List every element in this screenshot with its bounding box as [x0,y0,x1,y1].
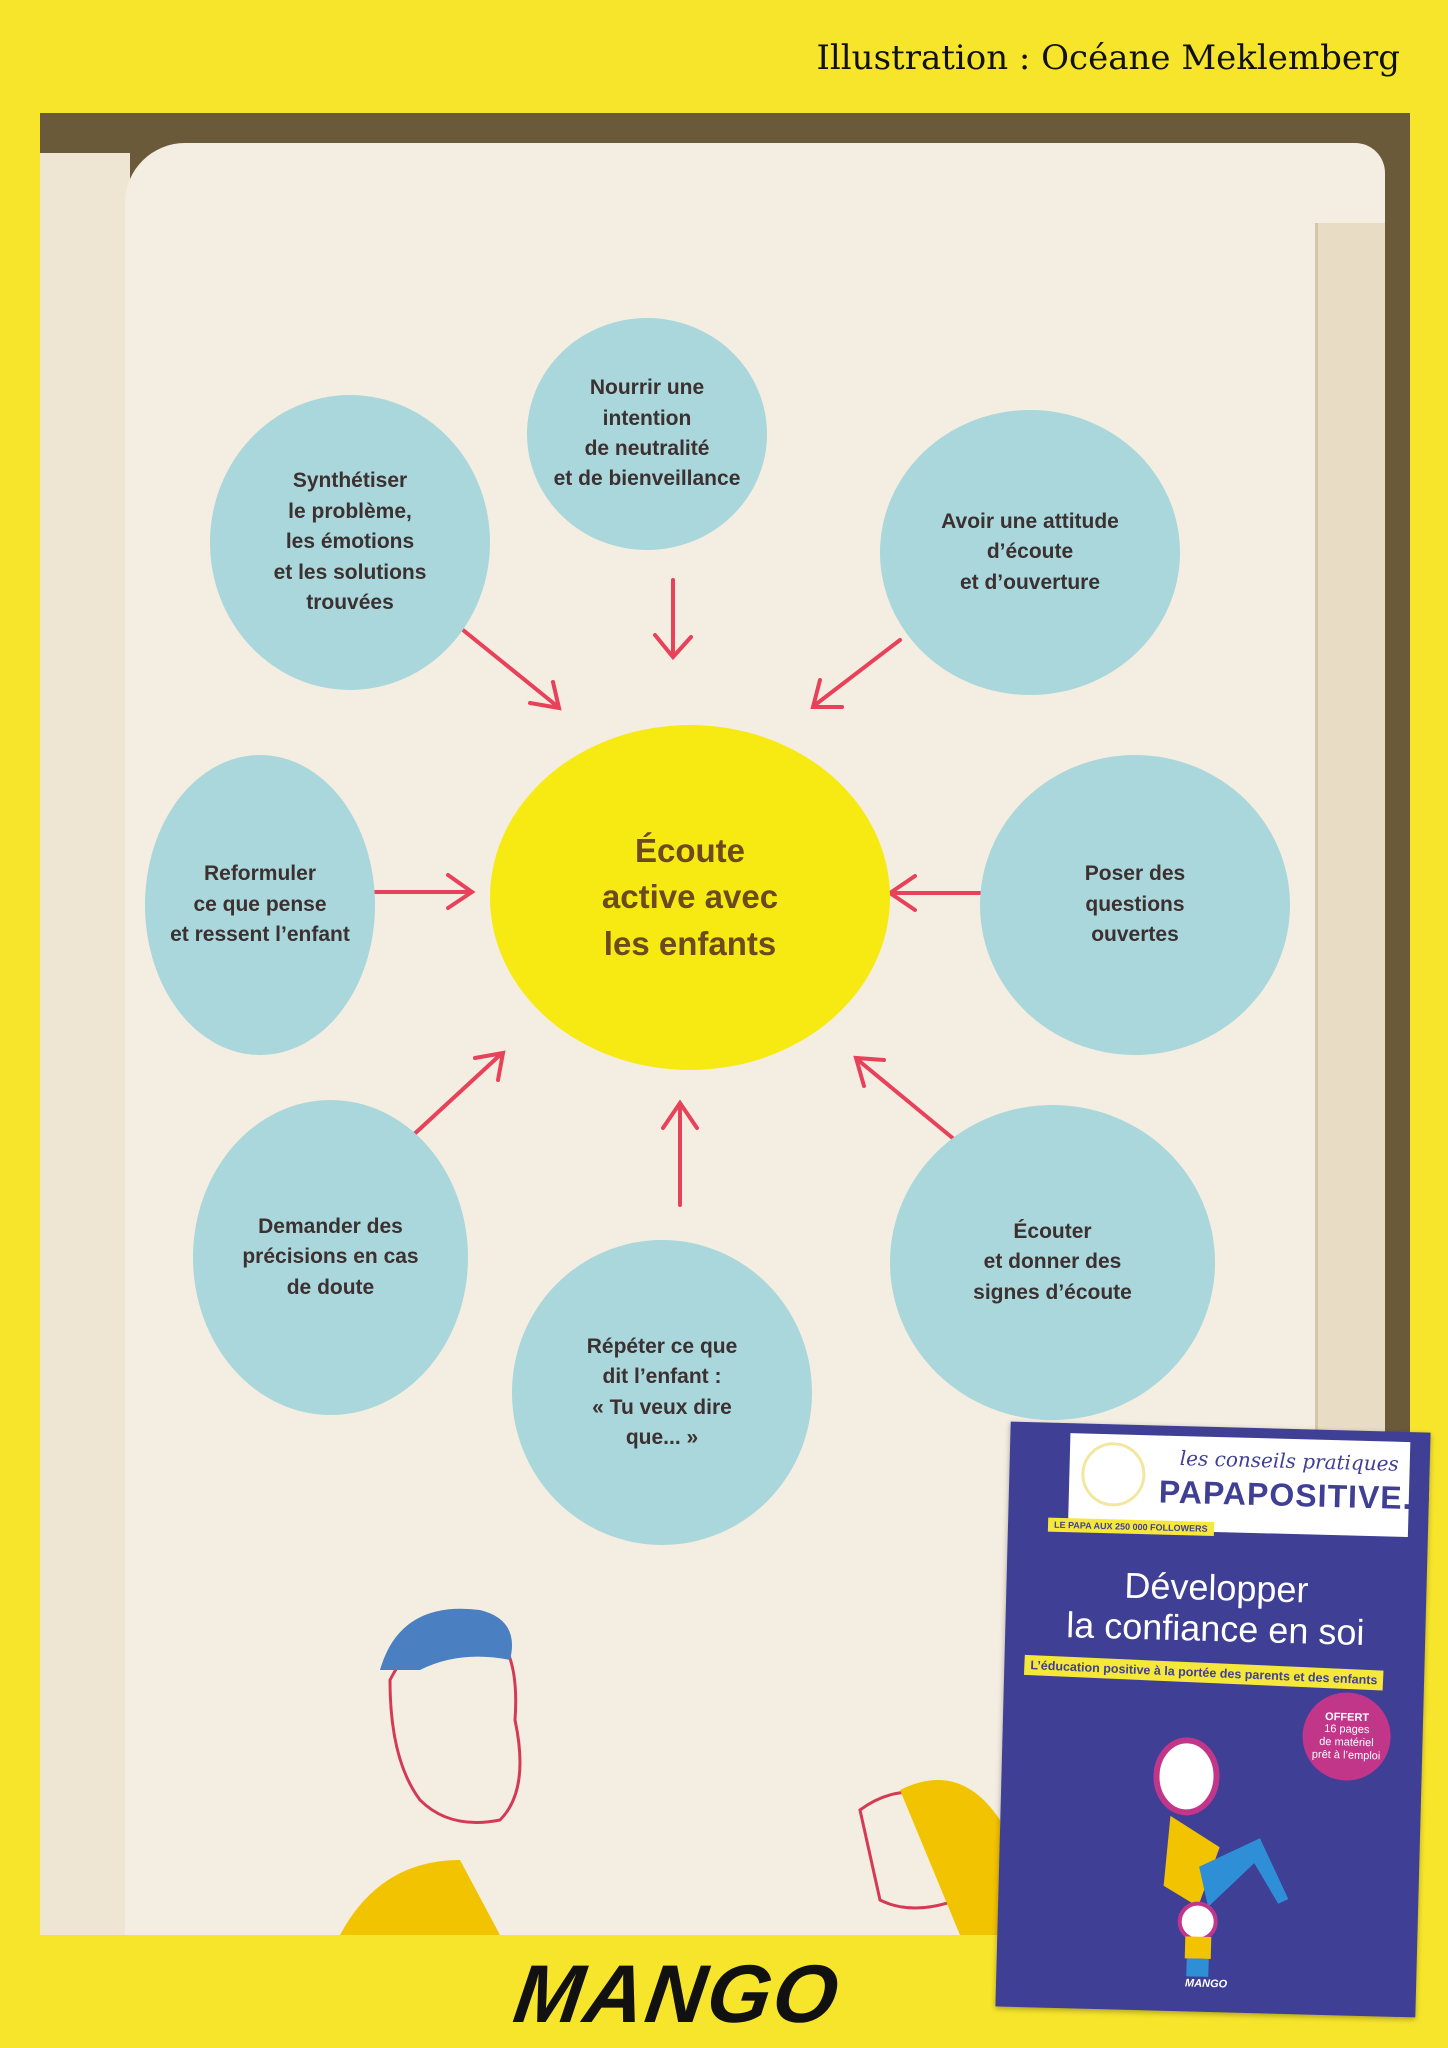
left-page [40,153,130,1935]
arrow-top-left [461,628,562,711]
illustration-father-child [340,1608,1000,1935]
node-demander: Demander des précisions en cas de doute [193,1100,468,1415]
node-reformuler: Reformuler ce que pense et ressent l’enf… [145,755,375,1055]
node-ecouter: Écouter et donner des signes d’écoute [890,1105,1215,1420]
cover-brand: PAPAPOSITIVE.FR [1158,1473,1431,1518]
arrow-bottom-right [853,1055,957,1142]
cover-illustration [1153,1737,1289,1977]
node-attitude: Avoir une attitude d’écoute et d’ouvertu… [880,410,1180,695]
arrow-bottom-left [408,1050,506,1140]
node-repeter: Répéter ce que dit l’enfant : « Tu veux … [512,1240,812,1545]
book-cover: les conseils pratiques PAPAPOSITIVE.FR L… [995,1421,1431,2018]
center-ecoute-active: Écoute active avec les enfants [490,725,890,1070]
arrow-bottom [661,1099,699,1207]
cover-subtitle: L’éducation positive à la portée des par… [1023,1654,1384,1691]
arrow-top [653,578,693,661]
illustration-credit: Illustration : Océane Meklemberg [816,38,1401,78]
mango-logo: MANGO [508,1949,846,2040]
cover-title: Développer la confiance en soi [1065,1564,1365,1654]
arrow-top-right [810,638,902,709]
node-synthetiser: Synthétiser le problème, les émotions et… [210,395,490,690]
node-questions: Poser des questions ouvertes [980,755,1290,1055]
node-neutralite: Nourrir une intention de neutralité et d… [527,318,767,550]
cover-tag: LE PAPA AUX 250 000 FOLLOWERS [1047,1517,1214,1536]
